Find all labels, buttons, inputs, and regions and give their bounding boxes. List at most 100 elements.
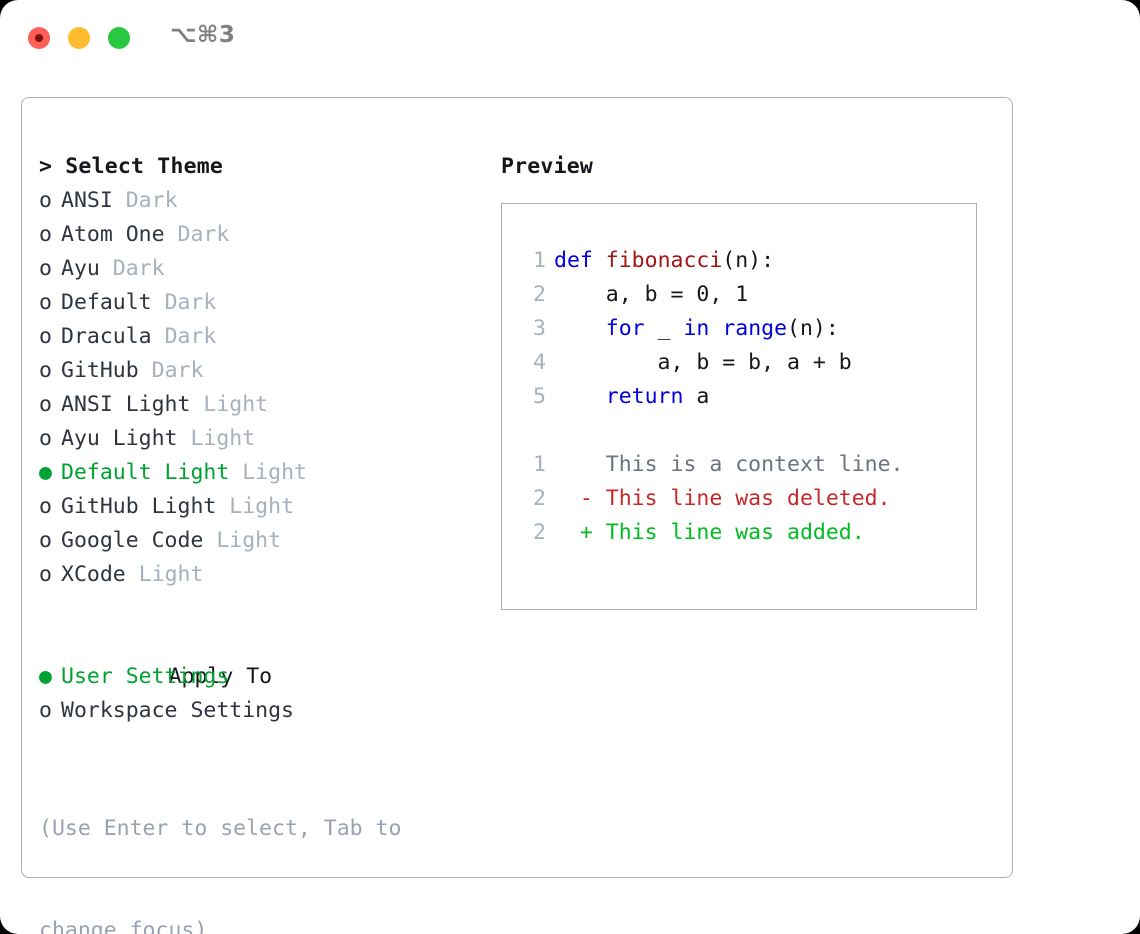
close-icon — [35, 34, 43, 42]
line-number: 2 — [533, 282, 546, 307]
spacing — [203, 528, 216, 553]
title-bar: ⌥⌘3 — [0, 0, 1140, 78]
diff-line: 2 - This line was deleted. — [520, 482, 976, 516]
apply-to-option-label: Workspace Settings — [61, 698, 294, 723]
theme-name: GitHub Light — [61, 494, 217, 519]
code-line: 3 for _ in range(n): — [520, 312, 976, 346]
code-token: range — [722, 316, 788, 341]
line-number: 2 — [533, 520, 546, 545]
diff-marker — [554, 452, 593, 477]
theme-list-item[interactable]: o ANSI Dark — [39, 184, 489, 218]
theme-name: ANSI — [61, 188, 113, 213]
theme-list-item[interactable]: o XCode Light — [39, 558, 489, 592]
line-number: 1 — [533, 248, 546, 273]
radio-selected-icon[interactable]: ● — [39, 460, 52, 485]
theme-category-tag: Dark — [164, 324, 217, 349]
theme-category-tag: Dark — [164, 290, 217, 315]
spacing — [139, 358, 152, 383]
keyboard-hint-line-1: (Use Enter to select, Tab to — [39, 816, 402, 841]
spacing — [216, 494, 229, 519]
theme-name: Default — [61, 290, 152, 315]
theme-name: Atom One — [61, 222, 165, 247]
radio-unselected-icon[interactable]: o — [39, 392, 52, 417]
radio-selected-icon[interactable]: ● — [39, 664, 52, 689]
theme-category-tag: Light — [138, 562, 204, 587]
radio-unselected-icon[interactable]: o — [39, 290, 52, 315]
theme-list-item[interactable]: o GitHub Light Light — [39, 490, 489, 524]
apply-to-option[interactable]: o Workspace Settings — [39, 694, 489, 728]
theme-category-tag: Dark — [125, 188, 178, 213]
theme-name: Google Code — [61, 528, 204, 553]
spacing — [229, 460, 242, 485]
code-token: _ — [644, 316, 684, 341]
spacing — [178, 426, 191, 451]
spacing — [100, 256, 113, 281]
theme-category-tag: Light — [242, 460, 307, 485]
theme-name: Ayu — [61, 256, 100, 281]
theme-category-tag: Dark — [177, 222, 230, 247]
theme-category-tag: Light — [203, 392, 269, 417]
code-diff-separator — [520, 414, 976, 448]
apply-to-list[interactable]: ● User Settings o Workspace Settings — [39, 660, 489, 728]
theme-list-item[interactable]: ● Default Light Light — [39, 456, 489, 490]
theme-category-tag: Light — [190, 426, 256, 451]
minimize-window-button[interactable] — [68, 27, 90, 49]
code-token: a, b = b, a + b — [554, 350, 852, 375]
theme-list-item[interactable]: o Atom One Dark — [39, 218, 489, 252]
radio-unselected-icon[interactable]: o — [39, 358, 52, 383]
code-token: fibonacci — [605, 248, 723, 273]
radio-unselected-icon[interactable]: o — [39, 528, 52, 553]
theme-list-item[interactable]: o ANSI Light Light — [39, 388, 489, 422]
theme-name: ANSI Light — [61, 392, 191, 417]
radio-unselected-icon[interactable]: o — [39, 256, 52, 281]
radio-unselected-icon[interactable]: o — [39, 698, 52, 723]
apply-to-label: Apply To — [168, 664, 273, 689]
radio-unselected-icon[interactable]: o — [39, 188, 52, 213]
theme-name: Default Light — [61, 460, 230, 485]
spacing — [152, 290, 165, 315]
radio-unselected-icon[interactable]: o — [39, 324, 52, 349]
theme-list-item[interactable]: o Default Dark — [39, 286, 489, 320]
line-number: 2 — [533, 486, 546, 511]
diff-marker: - — [554, 486, 593, 511]
maximize-window-button[interactable] — [108, 27, 130, 49]
keyboard-hint-line-2: change focus) — [39, 918, 208, 934]
diff-line: 1 This is a context line. — [520, 448, 976, 482]
radio-unselected-icon[interactable]: o — [39, 222, 52, 247]
code-token — [593, 248, 606, 273]
theme-category-tag: Light — [229, 494, 295, 519]
diff-text: This line was deleted. — [592, 486, 891, 511]
apply-to-option-label: User Settings — [61, 664, 230, 689]
radio-unselected-icon[interactable]: o — [39, 426, 52, 451]
spacing — [152, 324, 165, 349]
radio-unselected-icon[interactable]: o — [39, 562, 52, 587]
keyboard-shortcut-label: ⌥⌘3 — [170, 22, 236, 48]
code-token: a, b = 0, 1 — [554, 282, 749, 307]
spacing — [113, 188, 126, 213]
code-token — [554, 384, 606, 409]
code-line: 2 a, b = 0, 1 — [520, 278, 976, 312]
line-number: 3 — [533, 316, 546, 341]
diff-text: This line was added. — [592, 520, 865, 545]
code-token: a — [683, 384, 710, 409]
spacing — [190, 392, 203, 417]
diff-line: 2 + This line was added. — [520, 516, 976, 550]
spacing — [165, 222, 178, 247]
diff-sample: 1 This is a context line.2 - This line w… — [520, 448, 976, 550]
apply-to-option[interactable]: ● User Settings — [39, 660, 489, 694]
code-token: def — [554, 248, 593, 273]
theme-category-tag: Dark — [151, 358, 204, 383]
radio-unselected-icon[interactable]: o — [39, 494, 52, 519]
theme-name: XCode — [61, 562, 126, 587]
